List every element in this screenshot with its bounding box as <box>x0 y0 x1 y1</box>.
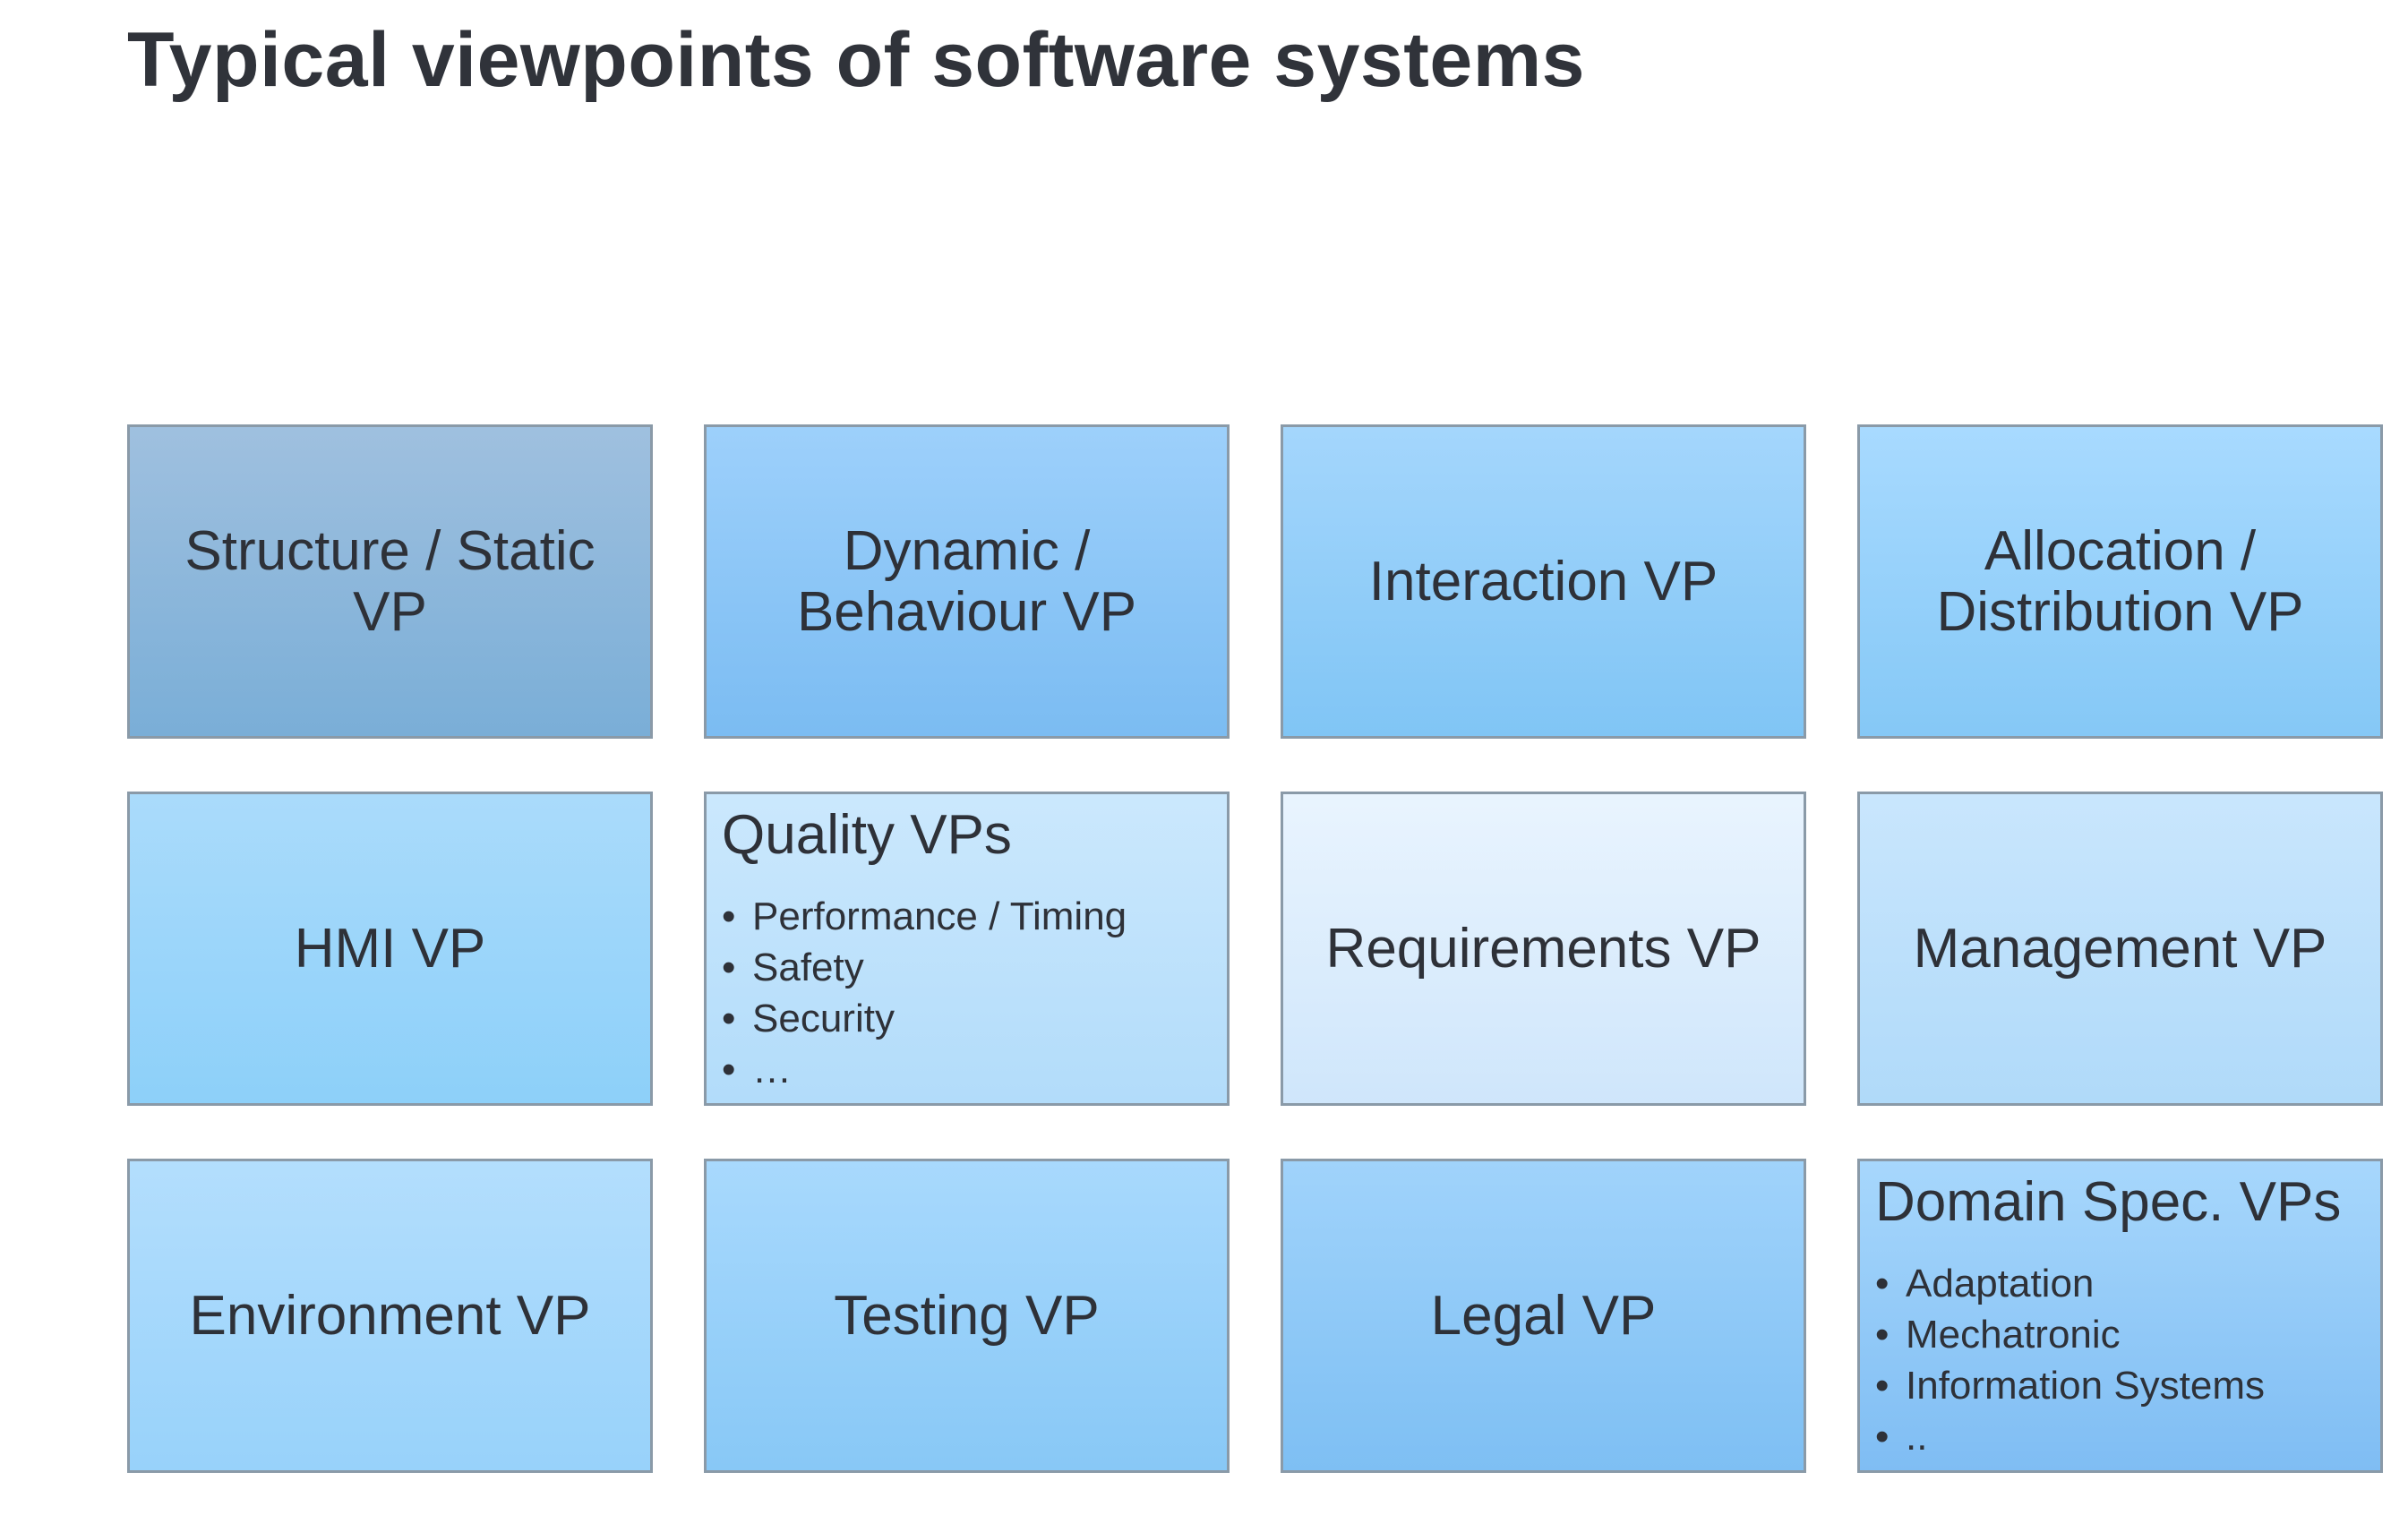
tile-dynamic-behaviour: Dynamic / Behaviour VP <box>704 424 1230 739</box>
list-item: •.. <box>1875 1411 2265 1462</box>
page-title: Typical viewpoints of software systems <box>127 17 1586 103</box>
tile-label: Requirements VP <box>1325 917 1761 980</box>
tile-label: Structure / Static VP <box>184 519 596 643</box>
tile-label: Allocation / Distribution VP <box>1936 519 2304 643</box>
tile-label: Quality VPs <box>722 804 1012 866</box>
tile-label: Environment VP <box>189 1284 591 1347</box>
bullet-icon: • <box>1875 1415 1890 1459</box>
tile-domain-spec: Domain Spec. VPs •Adaptation •Mechatroni… <box>1857 1159 2383 1473</box>
tile-testing: Testing VP <box>704 1159 1230 1473</box>
tile-label: Dynamic / Behaviour VP <box>796 519 1137 643</box>
tile-label: Interaction VP <box>1368 550 1718 612</box>
tile-label: Management VP <box>1913 917 2327 980</box>
bullet-icon: • <box>1875 1313 1890 1357</box>
tile-structure-static: Structure / Static VP <box>127 424 653 739</box>
tile-allocation-distribution: Allocation / Distribution VP <box>1857 424 2383 739</box>
bullet-icon: • <box>722 997 736 1040</box>
tile-label: Testing VP <box>834 1284 1100 1347</box>
domain-list: •Adaptation •Mechatronic •Information Sy… <box>1875 1258 2265 1462</box>
tile-label: HMI VP <box>294 917 486 980</box>
tile-label: Domain Spec. VPs <box>1875 1171 2342 1233</box>
bullet-icon: • <box>722 946 736 989</box>
list-item: •Information Systems <box>1875 1360 2265 1411</box>
bullet-icon: • <box>1875 1364 1890 1408</box>
tile-interaction: Interaction VP <box>1281 424 1806 739</box>
tile-label: Legal VP <box>1430 1284 1657 1347</box>
quality-list: •Performance / Timing •Safety •Security … <box>722 891 1127 1095</box>
list-item: •… <box>722 1044 1127 1095</box>
list-item: •Performance / Timing <box>722 891 1127 942</box>
tile-management: Management VP <box>1857 792 2383 1106</box>
list-item: •Safety <box>722 942 1127 993</box>
tile-legal: Legal VP <box>1281 1159 1806 1473</box>
bullet-icon: • <box>1875 1262 1890 1305</box>
list-item: •Mechatronic <box>1875 1309 2265 1360</box>
viewpoint-grid: Structure / Static VP Dynamic / Behaviou… <box>127 424 2383 1473</box>
tile-quality: Quality VPs •Performance / Timing •Safet… <box>704 792 1230 1106</box>
list-item: •Security <box>722 993 1127 1044</box>
bullet-icon: • <box>722 1048 736 1091</box>
tile-hmi: HMI VP <box>127 792 653 1106</box>
list-item: •Adaptation <box>1875 1258 2265 1309</box>
tile-environment: Environment VP <box>127 1159 653 1473</box>
tile-requirements: Requirements VP <box>1281 792 1806 1106</box>
bullet-icon: • <box>722 894 736 938</box>
